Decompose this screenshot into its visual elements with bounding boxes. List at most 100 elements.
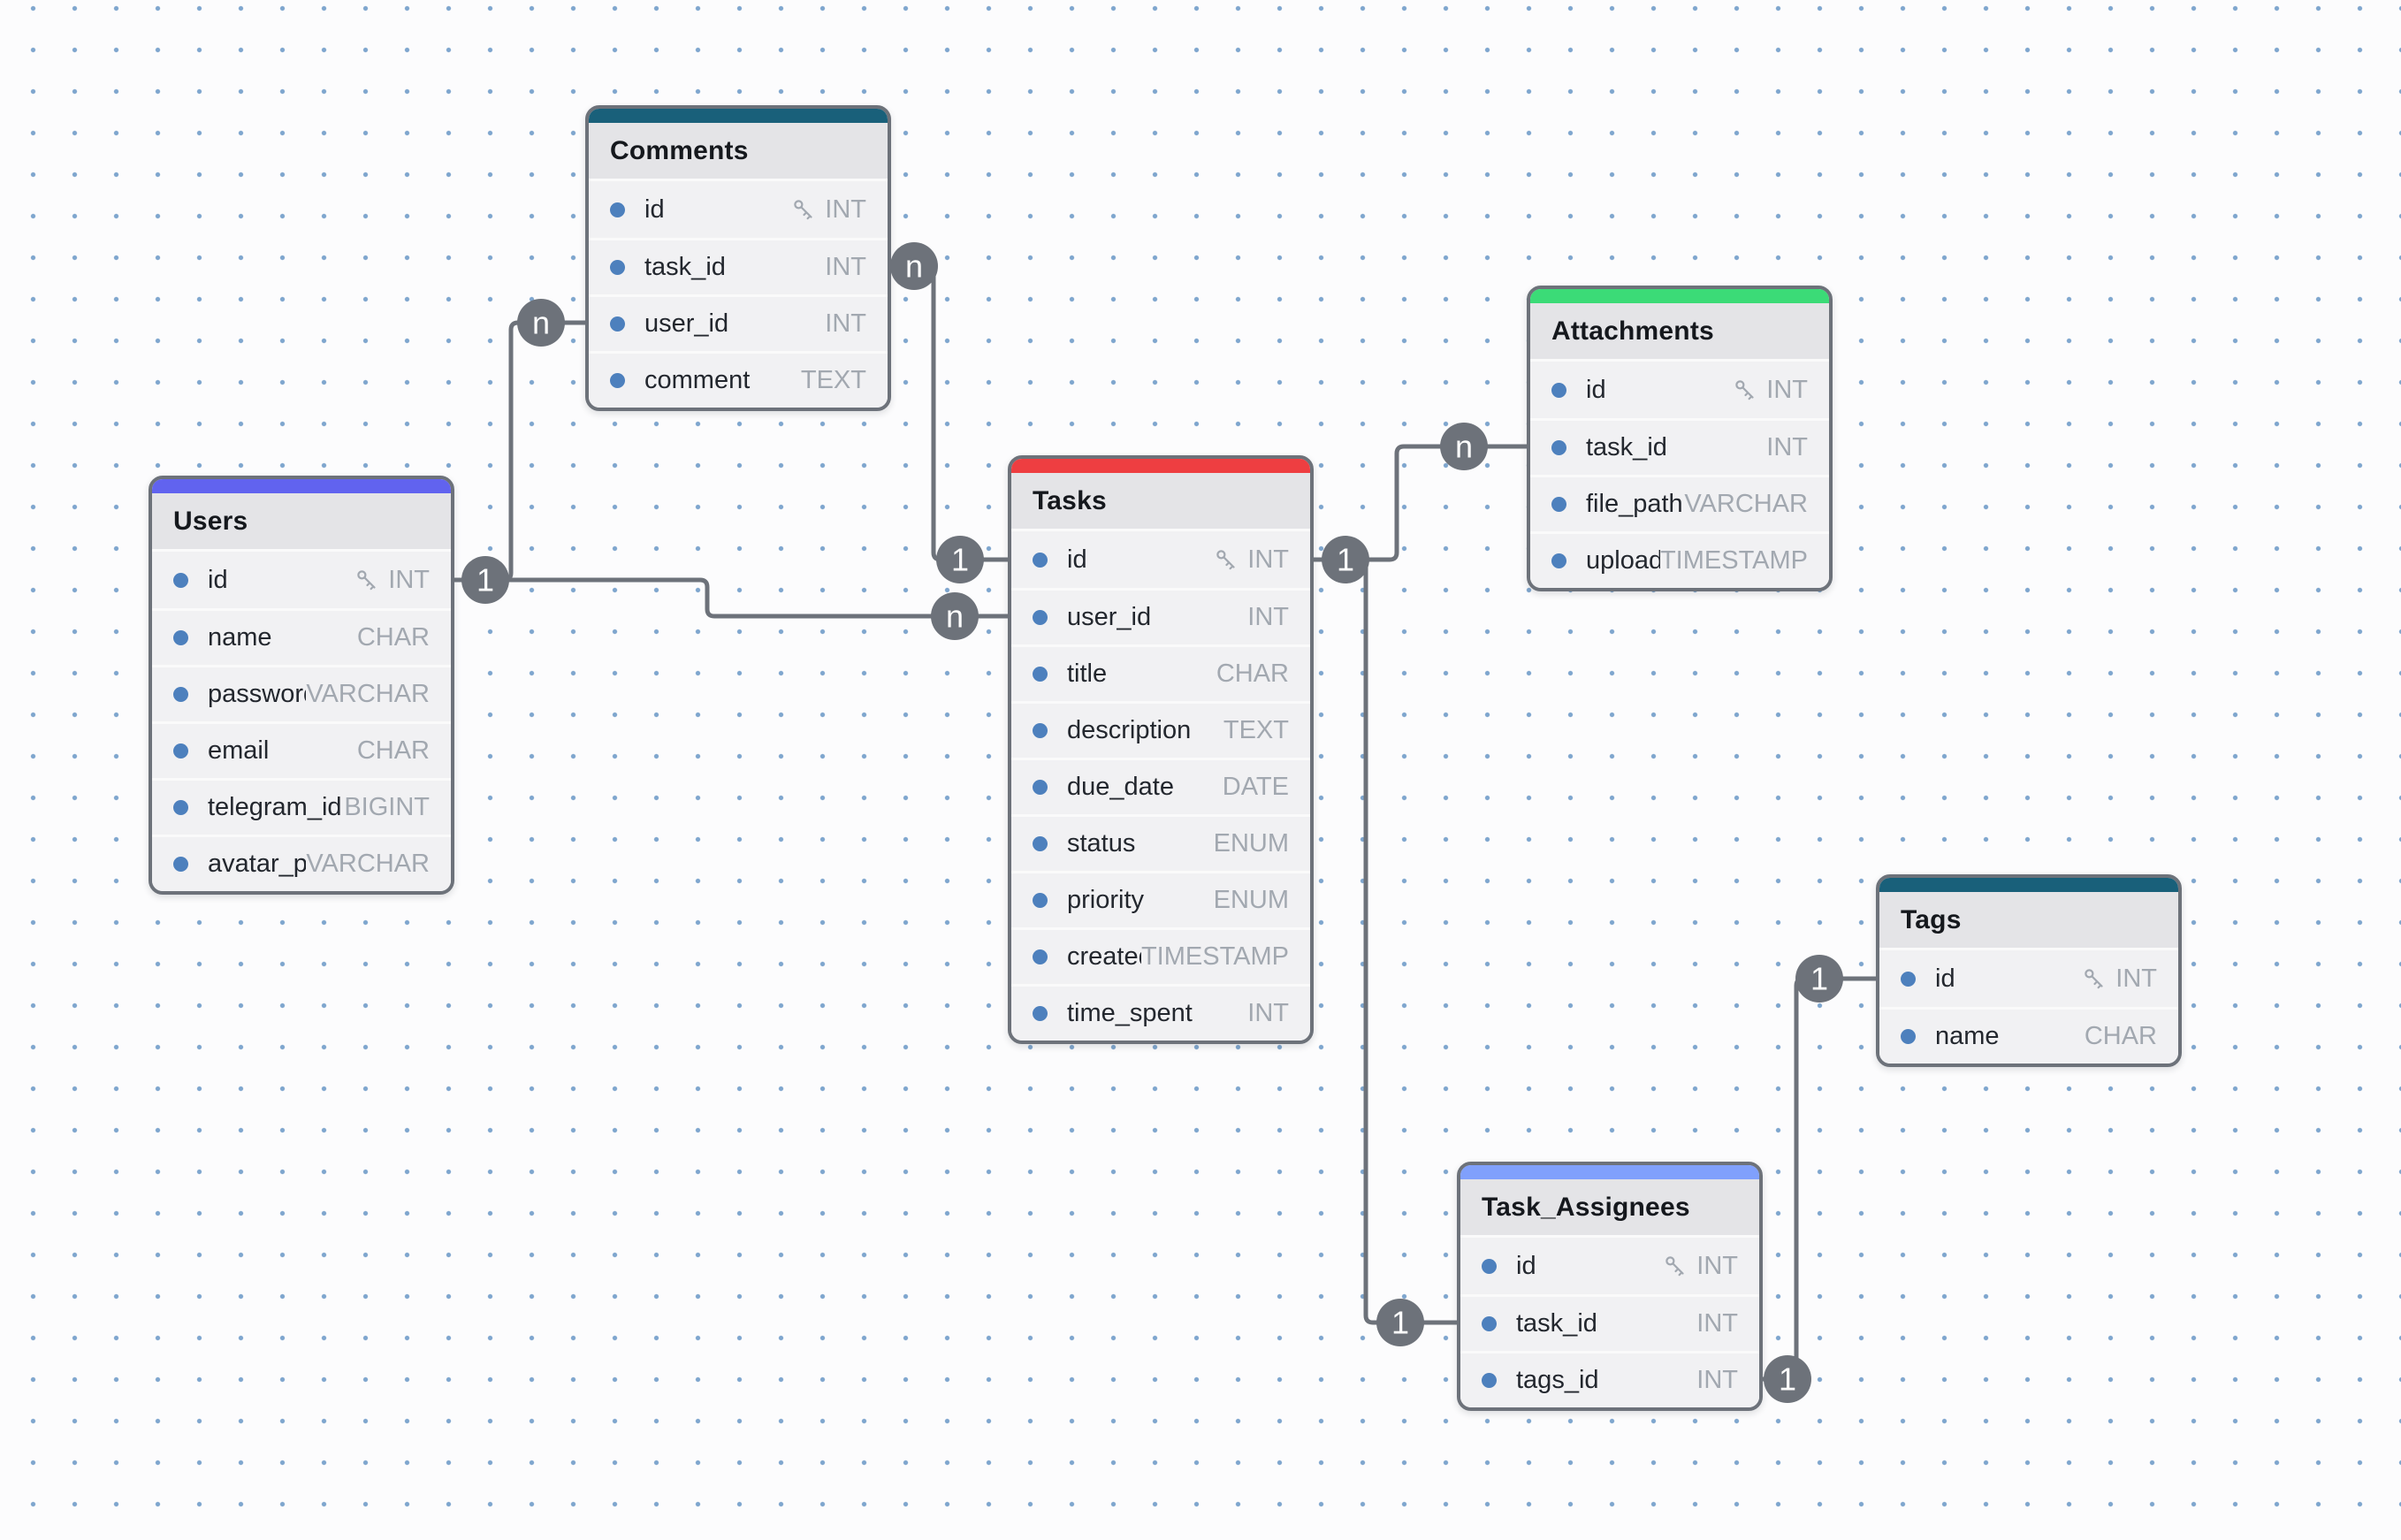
field-connection-dot[interactable] [1901, 1029, 1916, 1044]
field-name: id [208, 565, 228, 594]
field-connection-dot[interactable] [1033, 1006, 1048, 1021]
field-row[interactable]: telegram_id BIGINT [152, 778, 451, 835]
relationship-line-comments-tasks[interactable] [891, 263, 1008, 562]
field-connection-dot[interactable] [1551, 497, 1566, 512]
field-connection-dot[interactable] [1901, 971, 1916, 987]
field-connection-dot[interactable] [1551, 382, 1566, 398]
field-row[interactable]: name CHAR [152, 608, 451, 665]
field-connection-dot[interactable] [1551, 553, 1566, 568]
field-row[interactable]: tags_id INT [1460, 1351, 1759, 1407]
field-type-text: CHAR [356, 623, 430, 652]
field-name: description [1067, 716, 1192, 744]
field-row[interactable]: task_id INT [1460, 1294, 1759, 1351]
field-name: status [1067, 829, 1136, 858]
field-connection-dot[interactable] [1033, 610, 1048, 625]
field-type-text: TIMESTAMP [1659, 546, 1808, 575]
field-row[interactable]: comment TEXT [589, 351, 888, 408]
field-row[interactable]: user_id INT [589, 294, 888, 351]
primary-key-icon [357, 570, 376, 591]
field-row[interactable]: user_id INT [1011, 588, 1310, 644]
field-connection-dot[interactable] [1033, 723, 1048, 738]
table-users[interactable]: Users id INT name CHAR password VARCHAR … [149, 476, 454, 895]
table-accent-bar [152, 479, 451, 493]
field-row[interactable]: password VARCHAR [152, 665, 451, 721]
table-tasks[interactable]: Tasks id INT user_id INT title CHAR desc… [1008, 455, 1314, 1044]
field-row[interactable]: description TEXT [1011, 701, 1310, 758]
primary-key-icon [1665, 1256, 1684, 1277]
relationship-line-users-comments[interactable] [454, 320, 585, 583]
field-name: user_id [1067, 603, 1152, 631]
field-row[interactable]: status ENUM [1011, 814, 1310, 871]
cardinality-marker-users-id: 1 [461, 556, 509, 604]
svg-text:1: 1 [1810, 961, 1828, 997]
field-type-text: BIGINT [344, 793, 430, 821]
table-attachments[interactable]: Attachments id INT task_id INT file_path… [1527, 286, 1833, 591]
field-row[interactable]: id INT [1011, 531, 1310, 588]
field-type-text: CHAR [1216, 659, 1289, 688]
field-type-text: CHAR [2084, 1022, 2157, 1050]
field-connection-dot[interactable] [1551, 440, 1566, 455]
relationship-line-tasks-attachments[interactable] [1314, 444, 1527, 562]
field-connection-dot[interactable] [1482, 1258, 1497, 1274]
field-connection-dot[interactable] [610, 202, 625, 217]
field-type-text: INT [825, 194, 866, 224]
field-connection-dot[interactable] [173, 743, 188, 759]
field-connection-dot[interactable] [610, 316, 625, 332]
table-task-assignees[interactable]: Task_Assignees id INT task_id INT tags_i… [1457, 1162, 1763, 1411]
field-connection-dot[interactable] [173, 687, 188, 702]
field-connection-dot[interactable] [1033, 552, 1048, 568]
relationship-line-tasks-task-assignees[interactable] [1314, 557, 1457, 1325]
field-name: user_id [644, 309, 729, 338]
field-connection-dot[interactable] [173, 572, 188, 588]
field-connection-dot[interactable] [610, 260, 625, 275]
field-connection-dot[interactable] [1033, 836, 1048, 851]
field-name: id [1516, 1251, 1536, 1280]
field-type-text: INT [1247, 545, 1289, 574]
field-connection-dot[interactable] [1033, 667, 1048, 682]
field-connection-dot[interactable] [173, 857, 188, 872]
field-connection-dot[interactable] [173, 800, 188, 815]
field-connection-dot[interactable] [1033, 893, 1048, 908]
svg-text:1: 1 [1779, 1361, 1796, 1398]
field-name: task_id [1586, 433, 1667, 461]
field-row[interactable]: id INT [1879, 950, 2178, 1007]
field-row[interactable]: time_spent INT [1011, 984, 1310, 1041]
field-row[interactable]: upload... TIMESTAMP [1530, 531, 1829, 588]
field-connection-dot[interactable] [1482, 1373, 1497, 1388]
field-type-text: VARCHAR [306, 850, 430, 878]
field-row[interactable]: id INT [1530, 362, 1829, 418]
field-name: task_id [1516, 1309, 1597, 1338]
table-comments[interactable]: Comments id INT task_id INT user_id INT … [585, 105, 891, 411]
field-name: id [1586, 375, 1606, 404]
field-row[interactable]: task_id INT [589, 238, 888, 294]
field-name: due_date [1067, 773, 1174, 801]
field-row[interactable]: avatar_pa... VARCHAR [152, 835, 451, 891]
table-tags[interactable]: Tags id INT name CHAR [1876, 874, 2182, 1067]
field-type-text: VARCHAR [306, 680, 430, 708]
relationship-line-tags-task-assignees[interactable] [1763, 976, 1876, 1382]
field-row[interactable]: title CHAR [1011, 644, 1310, 701]
relationship-line-users-tasks[interactable] [454, 577, 1008, 619]
field-type-text: INT [1696, 1309, 1738, 1338]
field-row[interactable]: id INT [1460, 1238, 1759, 1294]
field-connection-dot[interactable] [1482, 1316, 1497, 1331]
field-row[interactable]: id INT [152, 552, 451, 608]
field-row[interactable]: name CHAR [1879, 1007, 2178, 1064]
field-connection-dot[interactable] [1033, 780, 1048, 795]
cardinality-marker-tasks-id-right: 1 [1322, 536, 1369, 583]
svg-text:1: 1 [1337, 542, 1354, 578]
field-connection-dot[interactable] [173, 630, 188, 645]
field-row[interactable]: id INT [589, 181, 888, 238]
primary-key-icon [2085, 969, 2103, 989]
field-connection-dot[interactable] [610, 373, 625, 388]
cardinality-marker-attachments-task-id: n [1440, 423, 1488, 470]
field-connection-dot[interactable] [1033, 949, 1048, 964]
field-row[interactable]: email CHAR [152, 721, 451, 778]
field-type-text: INT [825, 309, 866, 338]
table-title: Tags [1879, 892, 2178, 950]
field-row[interactable]: file_path VARCHAR [1530, 475, 1829, 531]
field-row[interactable]: priority ENUM [1011, 871, 1310, 927]
field-row[interactable]: task_id INT [1530, 418, 1829, 475]
field-row[interactable]: due_date DATE [1011, 758, 1310, 814]
field-row[interactable]: created... TIMESTAMP [1011, 927, 1310, 984]
